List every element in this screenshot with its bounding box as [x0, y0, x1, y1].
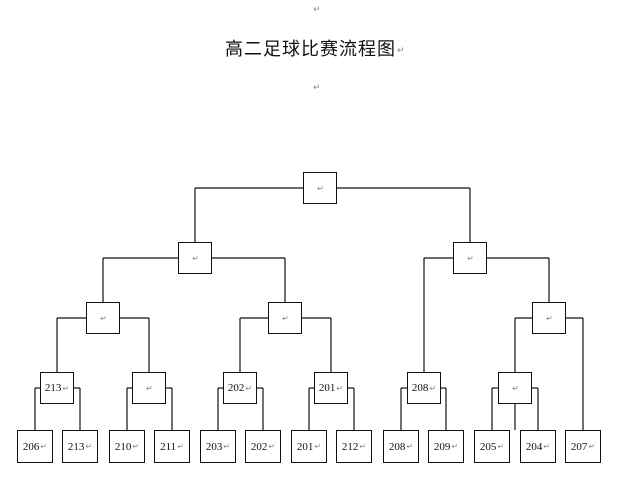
team-label: 206: [22, 440, 40, 453]
team-label: 202: [250, 440, 268, 453]
first-round-box: 208↵: [383, 430, 419, 463]
first-round-box: 202↵: [245, 430, 281, 463]
team-label: 201: [318, 382, 336, 394]
paragraph-mark: ↵: [314, 442, 322, 451]
paragraph-mark: ↵: [100, 313, 107, 323]
team-label: 205: [479, 440, 497, 453]
team-label: 209: [433, 440, 451, 453]
round-of-16-box: ↵: [498, 372, 532, 404]
paragraph-mark: ↵: [192, 253, 199, 263]
paragraph-mark: ↵: [497, 442, 505, 451]
title-text: 高二足球比赛流程图: [225, 39, 396, 60]
round-of-16-box: 213↵: [40, 372, 74, 404]
paragraph-mark: ↵: [282, 313, 289, 323]
first-round-box: 211↵: [154, 430, 190, 463]
quarterfinal-box: ↵: [532, 302, 566, 334]
first-round-box: 213↵: [62, 430, 98, 463]
team-label: 203: [205, 440, 223, 453]
quarterfinal-box: ↵: [268, 302, 302, 334]
round-of-16-box: 202↵: [223, 372, 257, 404]
first-round-box: 207↵: [565, 430, 601, 463]
team-label: 213: [44, 382, 62, 394]
paragraph-mark: ↵: [451, 442, 459, 451]
team-label: 208: [411, 382, 429, 394]
semifinal-box: ↵: [453, 242, 487, 274]
paragraph-mark: ↵: [177, 442, 184, 451]
paragraph-mark: ↵: [146, 383, 153, 393]
paragraph-mark: ↵: [336, 383, 344, 393]
paragraph-mark: ↵: [223, 442, 231, 451]
paragraph-mark: ↵: [406, 442, 414, 451]
paragraph-mark: ↵: [85, 442, 93, 451]
round-of-16-box: ↵: [132, 372, 166, 404]
paragraph-mark: ↵: [40, 442, 48, 451]
paragraph-mark: ↵: [245, 383, 253, 393]
team-label: 213: [67, 440, 85, 453]
final-box: ↵: [303, 172, 337, 204]
round-of-16-box: 201↵: [314, 372, 348, 404]
team-label: 210: [114, 440, 132, 453]
team-label: 211: [160, 440, 177, 453]
paragraph-mark: ↵: [588, 442, 596, 451]
paragraph-mark: ↵: [62, 383, 70, 393]
paragraph-mark: ↵: [429, 383, 437, 393]
paragraph-mark: ↵: [268, 442, 276, 451]
paragraph-mark: ↵: [397, 46, 406, 56]
round-of-16-box: 208↵: [407, 372, 441, 404]
first-round-box: 204↵: [520, 430, 556, 463]
paragraph-mark: ↵: [132, 442, 140, 451]
first-round-box: 209↵: [428, 430, 464, 463]
team-label: 212: [341, 440, 359, 453]
first-round-box: 201↵: [291, 430, 327, 463]
team-label: 208: [388, 440, 406, 453]
paragraph-mark: ↵: [313, 5, 321, 15]
paragraph-mark: ↵: [546, 313, 553, 323]
team-label: 202: [227, 382, 245, 394]
semifinal-box: ↵: [178, 242, 212, 274]
page-title: 高二足球比赛流程图↵: [225, 35, 406, 61]
team-label: 204: [525, 440, 543, 453]
paragraph-mark: ↵: [543, 442, 551, 451]
first-round-box: 210↵: [109, 430, 145, 463]
paragraph-mark: ↵: [317, 183, 324, 193]
first-round-box: 203↵: [200, 430, 236, 463]
paragraph-mark: ↵: [359, 442, 367, 451]
paragraph-mark: ↵: [467, 253, 474, 263]
first-round-box: 205↵: [474, 430, 510, 463]
paragraph-mark: ↵: [512, 383, 519, 393]
paragraph-mark: ↵: [313, 83, 321, 93]
quarterfinal-box: ↵: [86, 302, 120, 334]
team-label: 207: [570, 440, 588, 453]
first-round-box: 206↵: [17, 430, 53, 463]
first-round-box: 212↵: [336, 430, 372, 463]
team-label: 201: [296, 440, 314, 453]
